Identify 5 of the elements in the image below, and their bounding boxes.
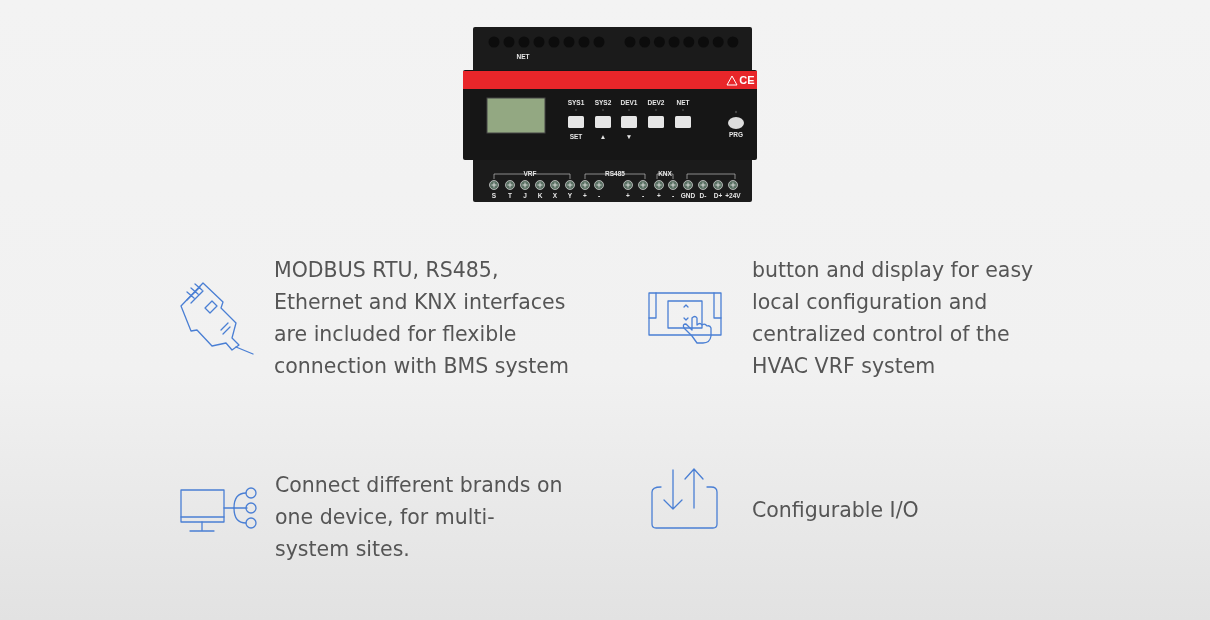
feature-text: button and display for easy local configuration and centralized control of the HVAC VRF system: [752, 257, 1035, 380]
feature-text: MODBUS RTU, RS485, Ethernet and KNX interfaces are included for flexible connection with BMS system: [274, 257, 570, 380]
feature-text: Connect different brands on one device, for multi-system sites.: [275, 472, 564, 563]
certification-mark: CE: [739, 74, 755, 86]
feature-text: Configurable I/O: [752, 497, 920, 524]
